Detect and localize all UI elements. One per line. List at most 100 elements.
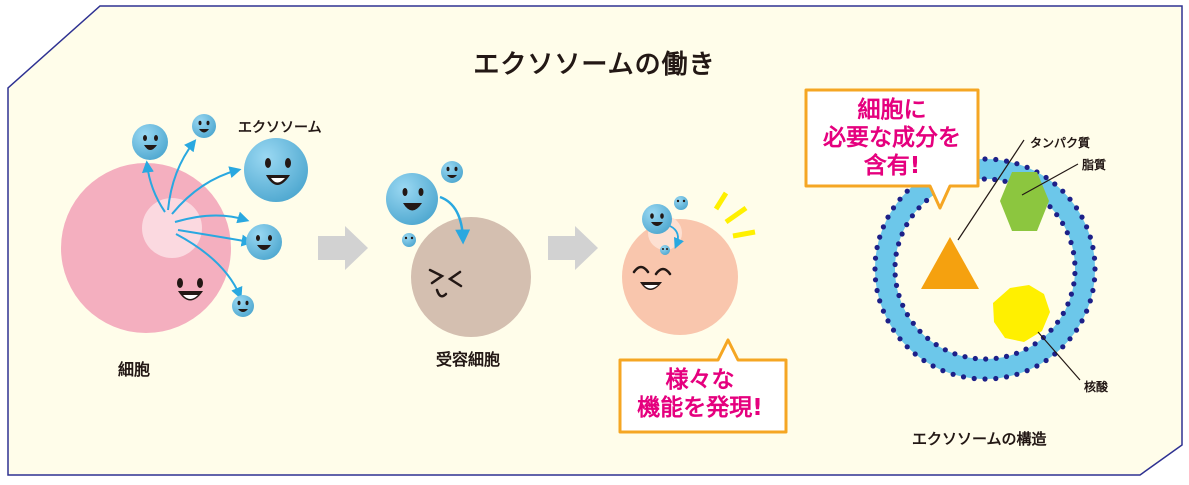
membrane-dot: [904, 312, 911, 318]
membrane-dot: [982, 156, 988, 162]
membrane-dot: [1067, 196, 1073, 202]
membrane-dot: [962, 354, 968, 360]
membrane-dot: [1068, 291, 1074, 297]
membrane-dot: [1024, 368, 1030, 374]
exosome: [402, 233, 416, 247]
uptake-arrow: [439, 195, 471, 245]
protein-label: タンパク質: [1030, 136, 1091, 150]
membrane-dot: [1013, 350, 1020, 356]
membrane-dot: [900, 302, 906, 308]
membrane-dot: [917, 328, 923, 334]
membrane-dot: [1090, 287, 1096, 294]
membrane-dot: [1060, 310, 1066, 316]
membrane-dot: [877, 234, 883, 240]
membrane-dot: [1047, 204, 1053, 210]
membrane-dot: [912, 351, 918, 357]
membrane-dot: [892, 272, 898, 278]
membrane-dot: [950, 371, 956, 377]
membrane-dots-outer: [872, 156, 1098, 382]
membrane-dot: [971, 375, 977, 382]
step-arrow: [318, 226, 368, 270]
membrane-dot: [1023, 346, 1029, 352]
exosome: [232, 295, 254, 317]
callout-effects-line: 機能を発現!: [637, 395, 763, 422]
membrane-dot: [1024, 164, 1030, 170]
membrane-dot: [960, 374, 967, 380]
membrane-dot: [1060, 188, 1066, 194]
structure-caption: エクソソームの構造: [912, 430, 1047, 448]
cell-glow: [142, 198, 202, 258]
callout-contains: 細胞に 必要な成分を 含有!: [802, 96, 982, 180]
step-arrow: [548, 226, 598, 270]
exosome: [642, 204, 672, 234]
release-arrow: [167, 139, 197, 211]
protein-triangle: [921, 237, 979, 289]
exosome: [132, 124, 168, 160]
exosome: [674, 196, 688, 210]
membrane-dot: [874, 287, 880, 294]
membrane-dot: [1073, 205, 1080, 211]
membrane-dot: [877, 298, 883, 304]
membrane-dot: [972, 355, 978, 362]
membrane-band: [875, 159, 1095, 379]
leader-lines: [957, 139, 1081, 381]
membrane-dot: [1064, 230, 1070, 236]
release-arrow: [142, 160, 166, 213]
exosome: [246, 224, 282, 260]
membrane-dot: [896, 292, 902, 299]
membrane-dot: [1079, 318, 1085, 324]
recipient-cell-label: 受容細胞: [436, 350, 501, 369]
membrane-dot: [893, 282, 900, 288]
membrane-dot: [1065, 301, 1071, 307]
membrane-dot: [1014, 161, 1020, 167]
callout-contains-line: 細胞に: [857, 97, 927, 123]
membrane-dot: [874, 244, 880, 251]
membrane-dot: [1048, 327, 1054, 333]
membrane-dot: [1034, 363, 1040, 369]
membrane-dot: [1003, 374, 1010, 380]
membrane-dot: [1014, 371, 1020, 377]
exosome: [660, 245, 670, 255]
membrane-dot: [1067, 336, 1073, 342]
membrane-dot: [1002, 178, 1008, 184]
exosome: [441, 161, 463, 183]
callout-contains-line: 含有!: [863, 153, 921, 180]
release-arrow: [174, 211, 250, 224]
membrane-dot: [1071, 281, 1077, 287]
callout-effects: 様々な 機能を発現!: [616, 366, 784, 422]
sparkle-lines: [713, 191, 756, 239]
nucleic-leader: [1037, 331, 1081, 381]
membrane-dot: [1032, 341, 1038, 347]
membrane-dot: [1079, 214, 1085, 220]
membrane-dot: [916, 205, 922, 211]
membrane-dot: [1060, 220, 1066, 226]
membrane-dot: [890, 205, 897, 211]
membrane-dot: [1084, 308, 1090, 314]
page-title: エクソソームの働き: [473, 50, 716, 80]
membrane-dot: [885, 214, 891, 220]
membrane-dot: [925, 335, 931, 341]
membrane-dot: [880, 308, 887, 314]
membrane-dot: [1003, 158, 1010, 164]
membrane-dot: [1043, 357, 1049, 364]
membrane-dot: [892, 261, 898, 268]
membrane-dot: [1073, 327, 1080, 333]
membrane-dot: [981, 176, 987, 182]
membrane-dot: [899, 231, 905, 237]
membrane-dot: [992, 176, 998, 183]
exosome: [386, 173, 438, 225]
lipid-label: 脂質: [1082, 158, 1107, 172]
release-arrow: [177, 229, 254, 247]
cell-label: 細胞: [118, 360, 151, 379]
membrane-dot: [904, 188, 910, 194]
happy-face: [632, 265, 672, 290]
membrane-dot: [1087, 298, 1093, 304]
membrane-dot: [1052, 181, 1058, 187]
callout-contains-bubble: [804, 88, 980, 210]
exosome: [192, 114, 216, 138]
membrane-dot: [890, 327, 897, 333]
nucleic-acid-polygon: [993, 285, 1050, 342]
membrane-dot: [1084, 224, 1090, 230]
membrane-dot: [1068, 239, 1074, 246]
membrane-dot: [1003, 353, 1010, 359]
